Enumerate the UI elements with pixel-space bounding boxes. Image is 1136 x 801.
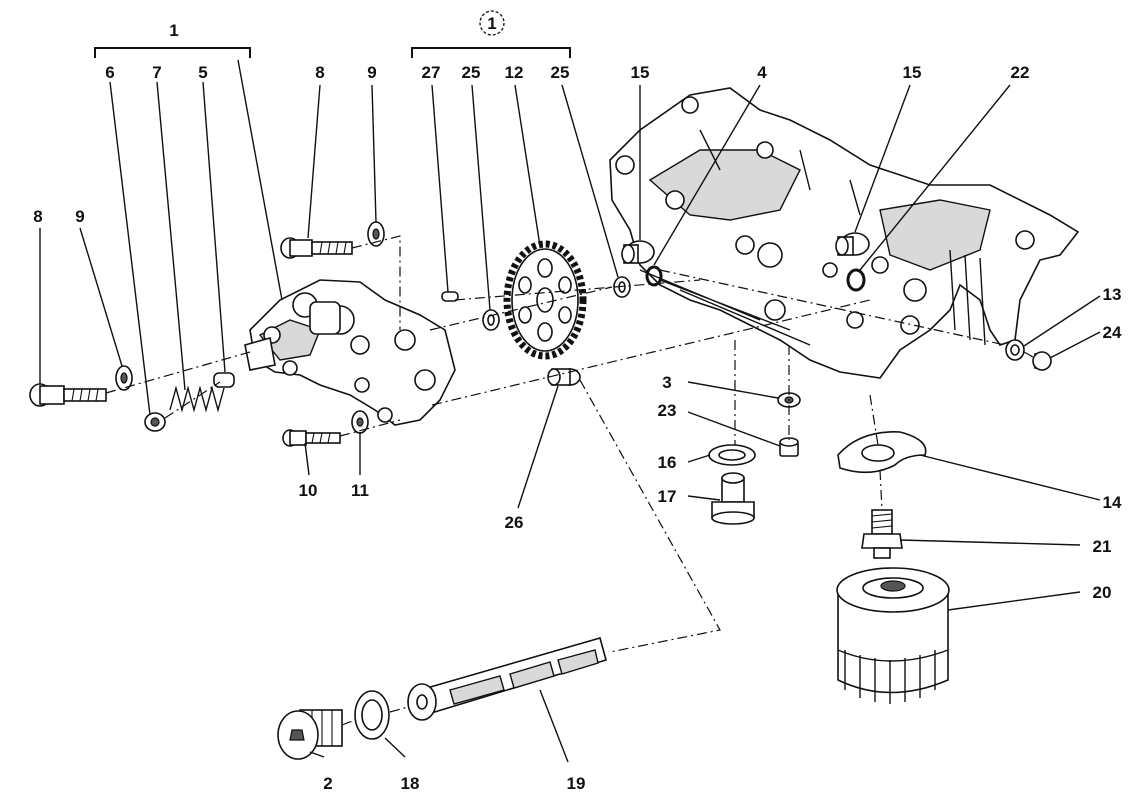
relief-valve-plunger-5 (213, 372, 235, 388)
callout-10: 10 (299, 481, 318, 500)
callout-6: 6 (105, 63, 114, 82)
washer-9-left (115, 365, 133, 391)
callout-2: 2 (323, 774, 332, 793)
callout-8-top: 8 (315, 63, 324, 82)
callout-15-a: 15 (631, 63, 650, 82)
callout-1: 1 (169, 21, 178, 40)
seal-25-left (482, 309, 500, 331)
o-ring-4 (645, 265, 663, 287)
callout-5: 5 (198, 63, 207, 82)
callout-27: 27 (422, 63, 441, 82)
o-ring-22 (846, 268, 866, 292)
crankcase (609, 87, 1080, 379)
circled-callout-ring (479, 10, 505, 36)
callout-12: 12 (505, 63, 524, 82)
oil-pump-body (244, 279, 456, 426)
callout-14: 14 (1103, 493, 1122, 512)
bush-15-left (621, 240, 655, 264)
callout-26: 26 (505, 513, 524, 532)
callout-3: 3 (662, 373, 671, 392)
callout-22: 22 (1011, 63, 1030, 82)
washer-13 (1005, 339, 1025, 361)
callout-16: 16 (658, 453, 677, 472)
callout-21: 21 (1093, 537, 1112, 556)
callout-19: 19 (567, 774, 586, 793)
callout-11: 11 (351, 481, 369, 500)
plug-2 (277, 709, 343, 760)
oil-filter-20 (836, 567, 950, 704)
bush-26 (547, 368, 581, 386)
plug-23 (779, 437, 799, 457)
bush-15-right (835, 232, 870, 256)
callout-23: 23 (658, 401, 677, 420)
pin-27 (441, 291, 459, 302)
union-21 (861, 509, 903, 559)
callout-9-top: 9 (367, 63, 376, 82)
oil-strainer-19 (407, 637, 607, 721)
callout-25-a: 25 (462, 63, 481, 82)
group-bracket-left (94, 47, 251, 58)
callout-4: 4 (757, 63, 767, 82)
relief-valve-spring-7 (169, 385, 225, 413)
callout-25-b: 25 (551, 63, 570, 82)
screw-8-top (280, 237, 353, 259)
plate-14 (837, 431, 927, 474)
callout-20: 20 (1093, 583, 1112, 602)
callout-7: 7 (152, 63, 161, 82)
callout-24: 24 (1103, 323, 1122, 342)
screw-10 (282, 429, 341, 447)
gasket-16 (708, 444, 756, 466)
leader-lines (39, 59, 1101, 763)
callout-1-circled: 1 (487, 14, 496, 33)
drain-plug-17 (711, 472, 755, 525)
washer-11 (351, 410, 369, 434)
washer-9-top (367, 221, 385, 247)
screw-8-left (29, 383, 107, 407)
callout-17: 17 (658, 487, 677, 506)
callout-9-left: 9 (75, 207, 84, 226)
cap-6 (144, 412, 166, 432)
group-bracket-right (411, 47, 571, 58)
callout-13: 13 (1103, 285, 1122, 304)
assembly-axes (105, 235, 1036, 726)
callout-8-left: 8 (33, 207, 42, 226)
callout-labels: 1 1 6 7 5 8 9 27 25 12 25 15 4 15 22 8 9… (33, 14, 1122, 793)
callout-18: 18 (401, 774, 420, 793)
pump-gear-12 (503, 240, 587, 360)
callout-15-b: 15 (903, 63, 922, 82)
plug-24 (1032, 351, 1052, 371)
washer-18 (354, 690, 390, 740)
